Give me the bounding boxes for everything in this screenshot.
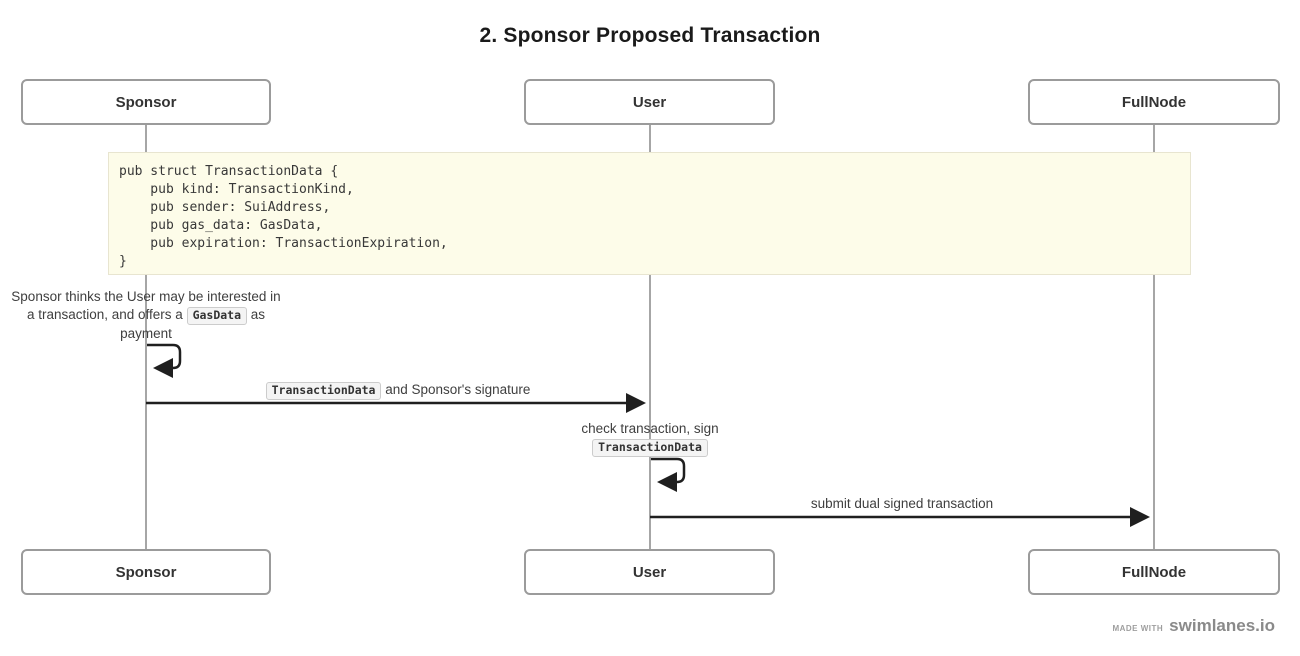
actor-box-user-bottom: User [524, 549, 775, 595]
lifeline-user [649, 125, 651, 551]
lifeline-sponsor [145, 125, 147, 551]
message-label-sponsor-to-user: TransactionData and Sponsor's signature [146, 381, 650, 400]
sponsor-self-loop-arrow [147, 343, 182, 378]
code-note-transactiondata: pub struct TransactionData { pub kind: T… [108, 152, 1191, 275]
actor-label: User [632, 93, 667, 111]
actor-box-user-top: User [524, 79, 775, 125]
inline-code-chip: TransactionData [592, 439, 708, 457]
actor-label: Sponsor [115, 563, 177, 581]
code-note-text: pub struct TransactionData { pub kind: T… [119, 164, 448, 269]
actor-box-sponsor-bottom: Sponsor [21, 549, 271, 595]
actor-label: FullNode [1121, 93, 1187, 111]
sponsor-self-message-label: Sponsor thinks the User may be intereste… [6, 288, 286, 343]
label-text: Sponsor thinks the User may be intereste… [11, 289, 281, 322]
actor-box-fullnode-top: FullNode [1028, 79, 1280, 125]
made-with-label: MADE WITH [1112, 624, 1164, 633]
diagram-title: 2. Sponsor Proposed Transaction [479, 24, 821, 47]
actor-label: User [632, 563, 667, 581]
label-text: as payment [120, 307, 266, 341]
lifeline-fullnode [1153, 125, 1155, 551]
inline-code-chip: TransactionData [265, 382, 382, 400]
actor-box-fullnode-bottom: FullNode [1028, 549, 1280, 595]
label-text: check transaction, sign [581, 421, 719, 436]
actor-label: FullNode [1121, 563, 1187, 581]
message-label-user-to-fullnode: submit dual signed transaction [650, 495, 1154, 513]
swimlanes-brand: swimlanes.io [1169, 616, 1275, 635]
label-text: submit dual signed transaction [810, 496, 994, 511]
user-self-loop-arrow [651, 457, 686, 492]
user-self-message-label: check transaction, sign TransactionData [530, 420, 770, 457]
footer-attribution: MADE WITH swimlanes.io [1112, 616, 1275, 636]
actor-box-sponsor-top: Sponsor [21, 79, 271, 125]
label-text: and Sponsor's signature [381, 382, 531, 397]
actor-label: Sponsor [115, 93, 177, 111]
inline-code-chip: GasData [186, 307, 248, 325]
